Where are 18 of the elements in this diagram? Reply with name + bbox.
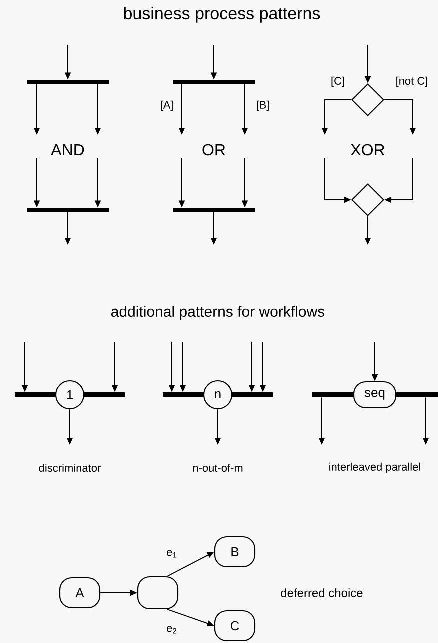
edge-label: e$_{2}$ [166, 625, 178, 635]
title: business process patterns [124, 7, 320, 23]
sync-bar [312, 392, 354, 398]
pattern-label: discriminator [39, 464, 101, 472]
pattern-label: interleaved parallel [330, 462, 420, 474]
pattern-label: OR [202, 144, 226, 156]
rounded-box: A [59, 577, 101, 609]
pattern-label: AND [51, 144, 84, 156]
pattern-label: n-out-of-m [193, 464, 243, 472]
rounded-box [137, 576, 179, 610]
edge-label: e$_{1}$ [166, 549, 178, 559]
rounded-box: C [214, 610, 256, 642]
sync-bar [396, 392, 438, 398]
pattern-label: XOR [351, 144, 385, 156]
section-heading: additional patterns for workflows [112, 306, 325, 320]
pattern-label: deferred choice [281, 588, 363, 598]
rounded-box: seq [353, 381, 397, 409]
rounded-box: B [214, 536, 256, 568]
